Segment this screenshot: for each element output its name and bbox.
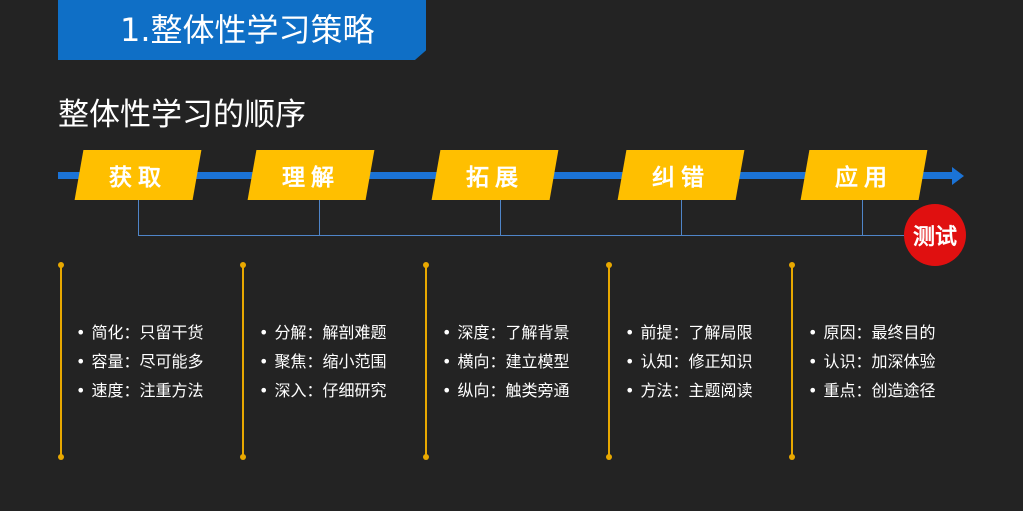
- list-item: 认知：修正知识: [625, 347, 752, 376]
- list-item: 深入：仔细研究: [259, 376, 386, 405]
- column-dot: [423, 454, 429, 460]
- connector-bus: [138, 235, 908, 236]
- list-item: 前提：了解局限: [625, 318, 752, 347]
- column-dot: [606, 262, 612, 268]
- list-item: 原因：最终目的: [808, 318, 935, 347]
- column-dot: [789, 262, 795, 268]
- list-expand: 深度：了解背景 横向：建立模型 纵向：触类旁通: [442, 318, 569, 405]
- column-dot: [240, 262, 246, 268]
- list-item: 纵向：触类旁通: [442, 376, 569, 405]
- connector-stage-1: [138, 200, 139, 236]
- column-line-4: [608, 265, 610, 457]
- list-understand: 分解：解剖难题 聚焦：缩小范围 深入：仔细研究: [259, 318, 386, 405]
- column-line-3: [425, 265, 427, 457]
- list-item: 速度：注重方法: [76, 376, 203, 405]
- section-subtitle: 整体性学习的顺序: [58, 97, 306, 133]
- list-item: 方法：主题阅读: [625, 376, 752, 405]
- column-dot: [606, 454, 612, 460]
- title-banner: [58, 0, 426, 60]
- list-acquire: 简化：只留干货 容量：尽可能多 速度：注重方法: [76, 318, 203, 405]
- column-dot: [58, 262, 64, 268]
- stage-understand: 理解: [247, 150, 375, 200]
- stage-expand: 拓展: [431, 150, 559, 200]
- list-item: 重点：创造途径: [808, 376, 935, 405]
- column-dot: [423, 262, 429, 268]
- list-item: 聚焦：缩小范围: [259, 347, 386, 376]
- connector-stage-2: [319, 200, 320, 236]
- list-item: 深度：了解背景: [442, 318, 569, 347]
- column-line-5: [791, 265, 793, 457]
- list-correct: 前提：了解局限 认知：修正知识 方法：主题阅读: [625, 318, 752, 405]
- list-item: 简化：只留干货: [76, 318, 203, 347]
- list-item: 认识：加深体验: [808, 347, 935, 376]
- stage-acquire: 获取: [74, 150, 202, 200]
- column-dot: [789, 454, 795, 460]
- connector-stage-3: [500, 200, 501, 236]
- column-line-1: [60, 265, 62, 457]
- stage-correct: 纠错: [617, 150, 745, 200]
- list-item: 分解：解剖难题: [259, 318, 386, 347]
- column-dot: [58, 454, 64, 460]
- list-item: 横向：建立模型: [442, 347, 569, 376]
- column-line-2: [242, 265, 244, 457]
- stage-label: 纠错: [652, 165, 710, 191]
- stage-label: 理解: [282, 165, 340, 191]
- list-item: 容量：尽可能多: [76, 347, 203, 376]
- timeline-arrowhead-icon: [952, 167, 964, 185]
- column-dot: [240, 454, 246, 460]
- page-title: 1.整体性学习策略: [120, 11, 375, 49]
- stage-apply: 应用: [800, 150, 928, 200]
- list-apply: 原因：最终目的 认识：加深体验 重点：创造途径: [808, 318, 935, 405]
- connector-stage-4: [681, 200, 682, 236]
- test-badge: 测试: [904, 204, 966, 266]
- stage-label: 拓展: [466, 165, 524, 191]
- connector-stage-5: [862, 200, 863, 236]
- stage-label: 应用: [835, 165, 893, 191]
- stage-label: 获取: [109, 165, 167, 191]
